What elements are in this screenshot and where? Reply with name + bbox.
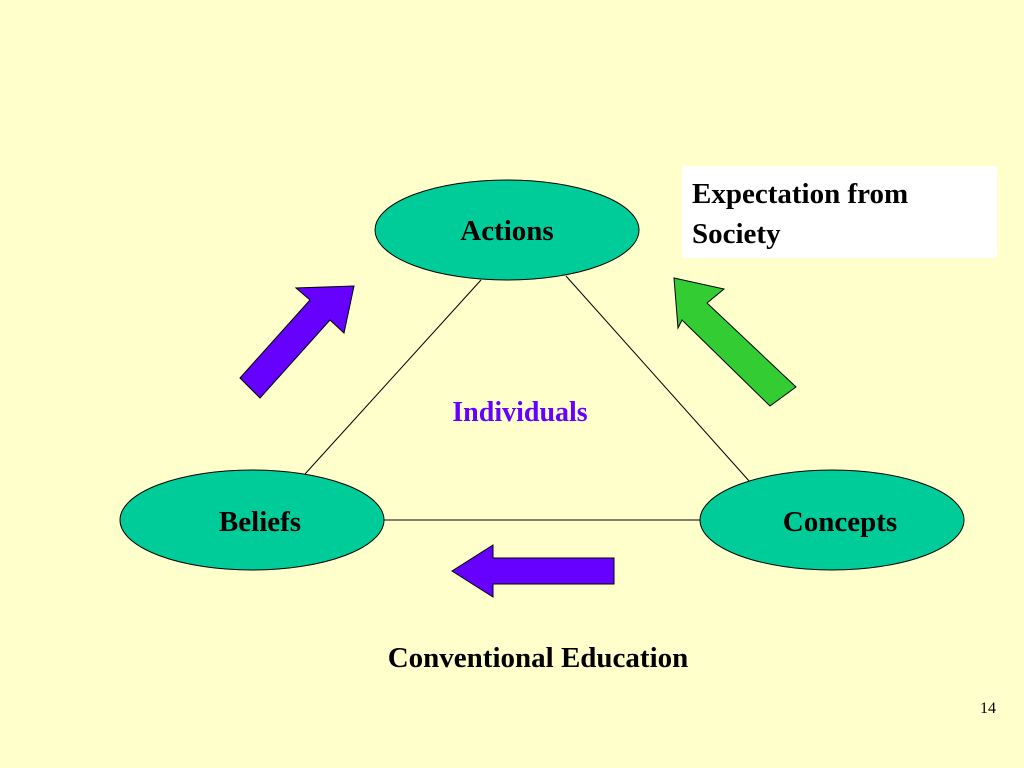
arrow-up-right-icon (239, 285, 355, 399)
node-concepts: Concepts (699, 469, 965, 571)
node-actions: Actions (374, 179, 640, 281)
node-actions-label: Actions (460, 215, 553, 247)
caption: Conventional Education (387, 642, 689, 674)
callout-expectation: Expectation from Society (682, 166, 997, 258)
edge-actions-beliefs (304, 279, 482, 475)
node-concepts-label: Concepts (783, 506, 897, 538)
callout-line-1: Expectation from (692, 178, 909, 210)
arrow-up-left-icon (673, 277, 797, 407)
edge-actions-concepts (565, 275, 751, 483)
page-number: 14 (980, 700, 996, 717)
arrow-left-icon (451, 544, 615, 598)
center-label: Individuals (452, 397, 588, 428)
node-beliefs-label: Beliefs (219, 506, 301, 538)
node-beliefs: Beliefs (119, 469, 385, 571)
callout-line-2: Society (692, 218, 781, 250)
